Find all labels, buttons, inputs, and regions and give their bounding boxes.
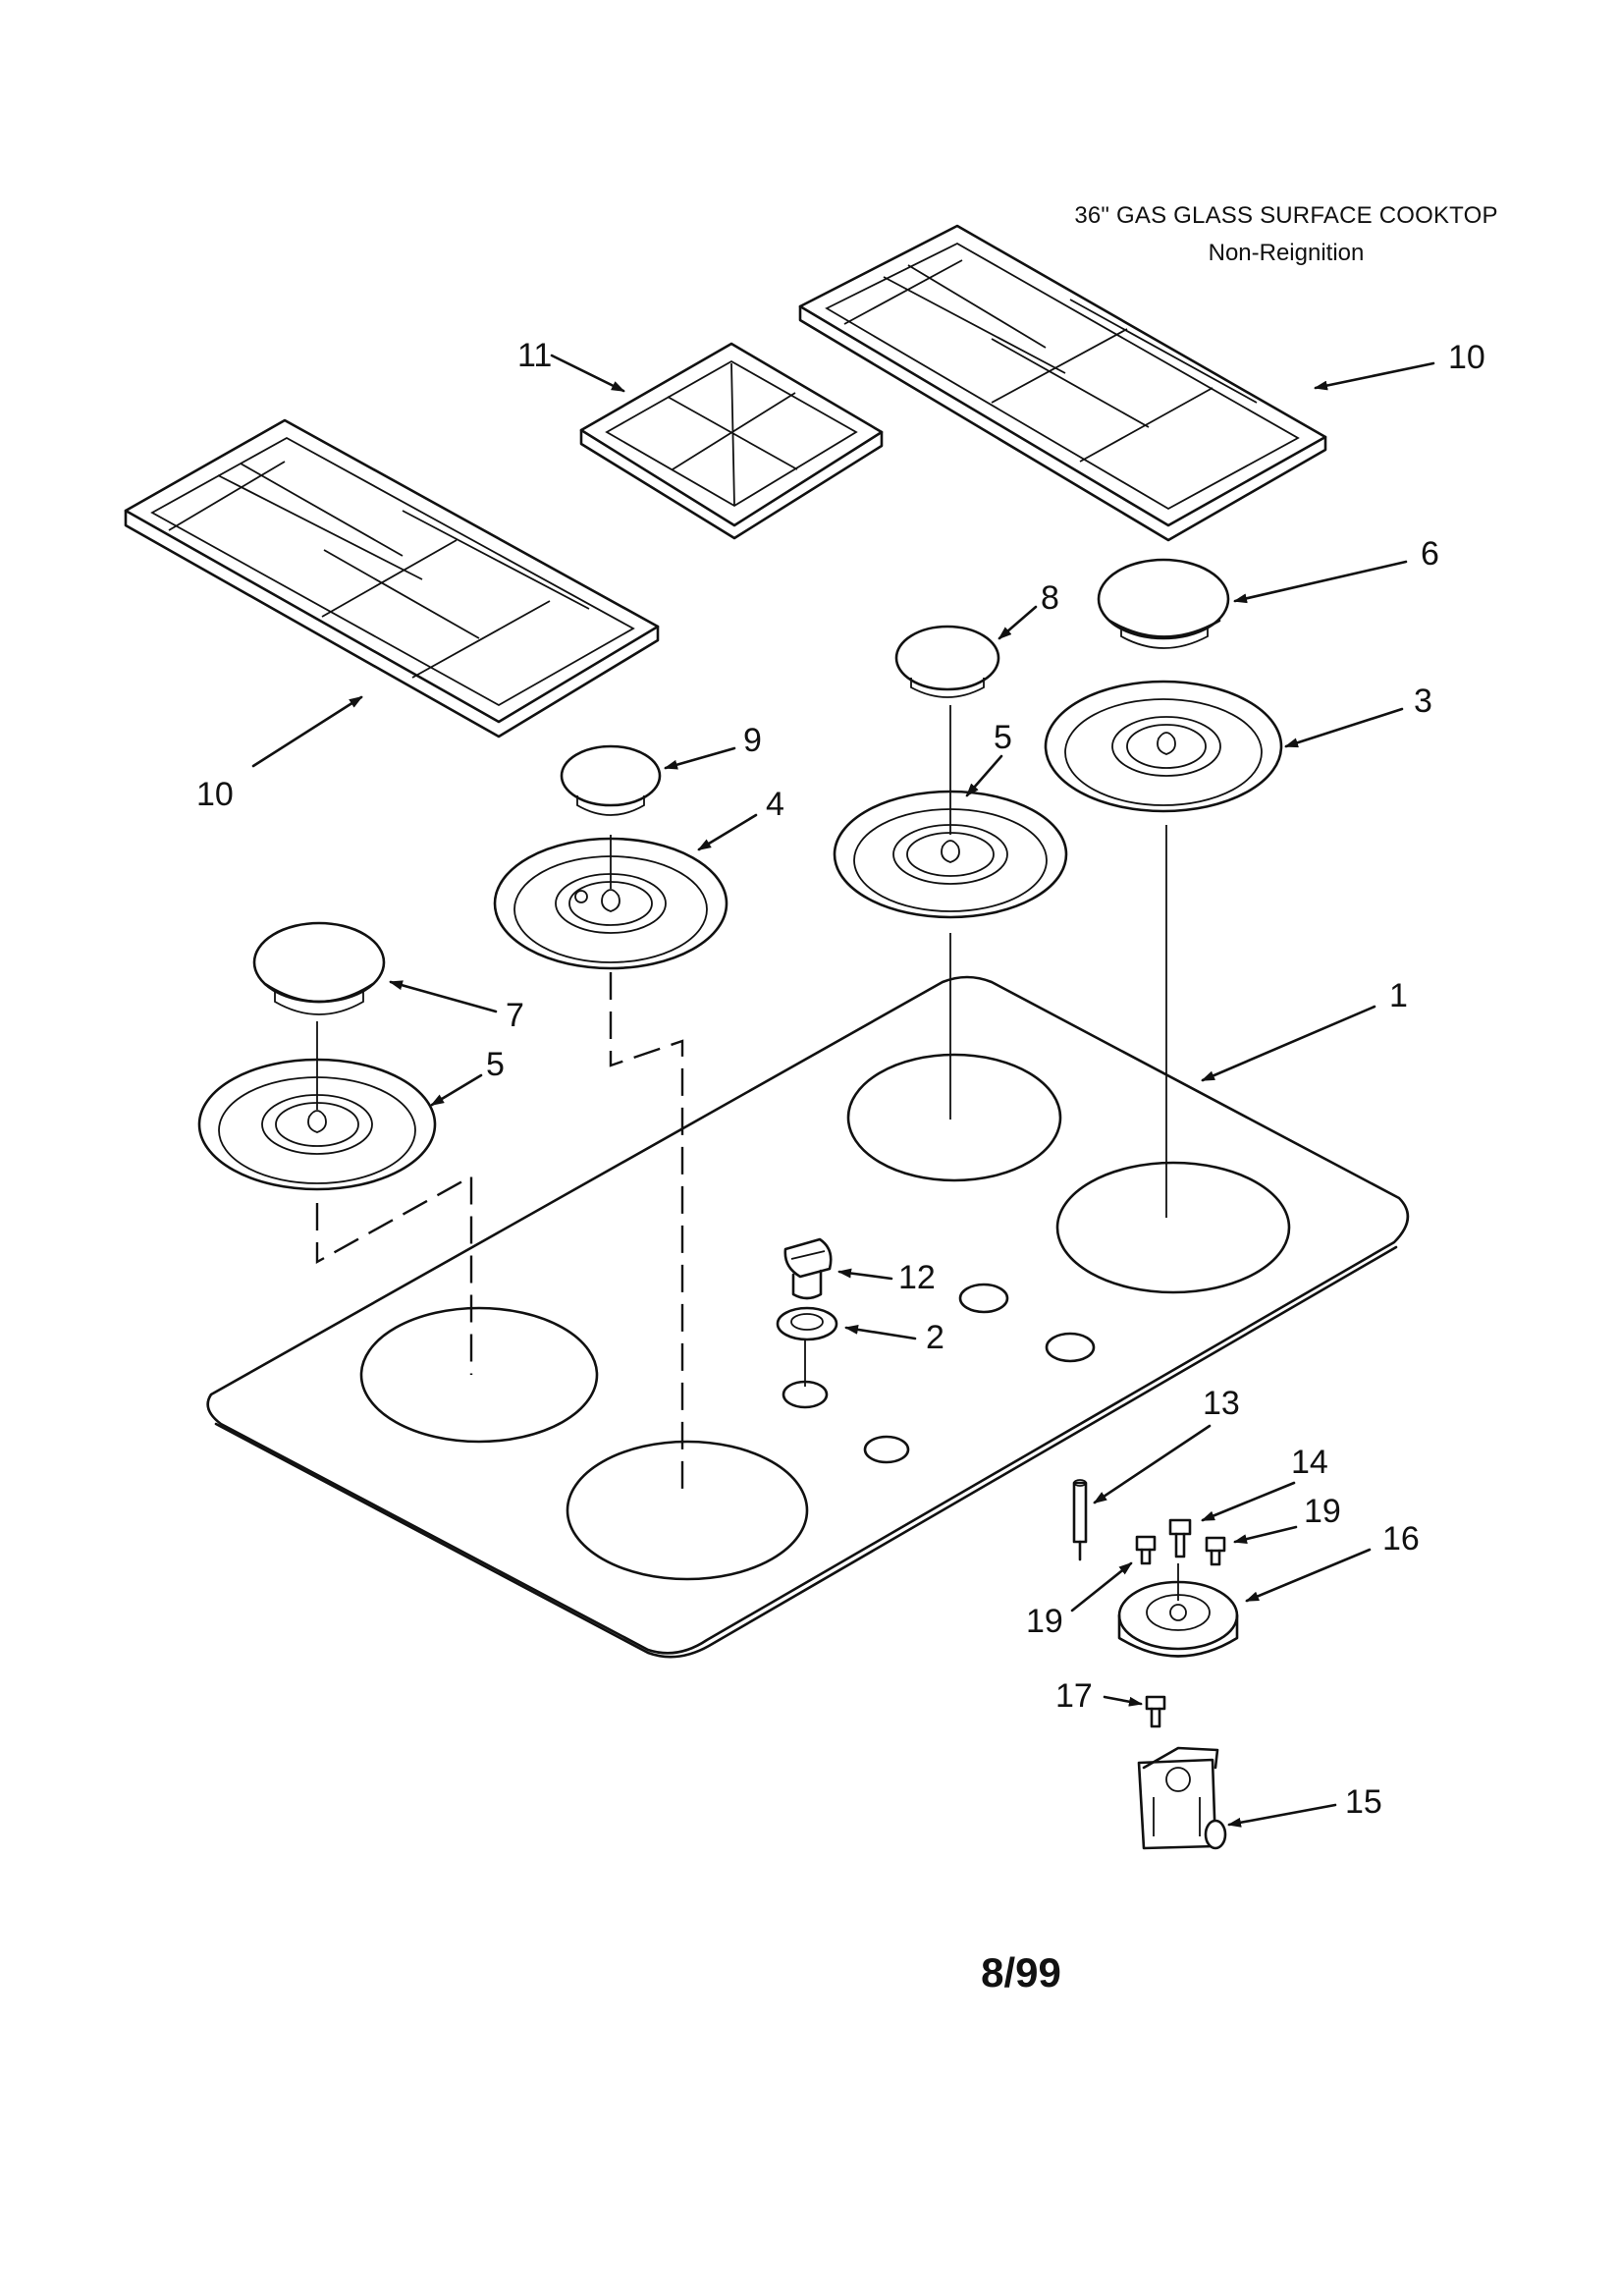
- callout-15: 15: [1345, 1783, 1382, 1821]
- diagram-title: 36" GAS GLASS SURFACE COOKTOP: [1074, 202, 1498, 229]
- grate-left: [124, 418, 660, 738]
- callout-1: 1: [1389, 977, 1408, 1014]
- burner-cap-7: [252, 921, 386, 1015]
- callout-10-right: 10: [1448, 339, 1485, 376]
- control-hole: [1045, 1332, 1096, 1363]
- callout-12: 12: [898, 1259, 936, 1296]
- callout-17: 17: [1055, 1677, 1093, 1715]
- burner-opening-center-rear: [846, 1053, 1062, 1182]
- callout-11: 11: [517, 337, 552, 374]
- callout-8: 8: [1041, 579, 1059, 617]
- callout-10-left: 10: [196, 776, 234, 813]
- callout-6: 6: [1421, 535, 1439, 573]
- grate-right: [798, 224, 1327, 542]
- callout-16: 16: [1382, 1520, 1420, 1558]
- burner-cap-9: [560, 744, 662, 816]
- callout-13: 13: [1203, 1385, 1240, 1422]
- revision-date: 8/99: [981, 1949, 1061, 1995]
- screw-14: [1168, 1518, 1192, 1558]
- spark-electrode-13: [1072, 1479, 1088, 1561]
- control-hole: [958, 1283, 1009, 1314]
- diagram-subtitle: Non-Reignition: [1208, 240, 1365, 266]
- burner-opening-left-front: [566, 1440, 809, 1581]
- callout-2: 2: [926, 1319, 944, 1356]
- callout-9: 9: [743, 722, 762, 759]
- knob-bezel: [776, 1306, 838, 1341]
- control-hole: [863, 1435, 910, 1464]
- grate-center: [579, 342, 884, 540]
- callout-19-right: 19: [1304, 1493, 1341, 1530]
- callout-5-center: 5: [994, 719, 1012, 756]
- burner-base-16: [1117, 1563, 1239, 1658]
- screw-19-right: [1205, 1536, 1226, 1566]
- callout-7: 7: [506, 997, 524, 1034]
- callouts: 11 10 10 6 8 3 5 9 4 1 7 5 12 2 13 14 19: [196, 337, 1485, 1828]
- callout-3: 3: [1414, 683, 1432, 720]
- callout-5-left: 5: [486, 1046, 505, 1083]
- callout-14: 14: [1291, 1444, 1328, 1481]
- gas-valve-15: [1137, 1746, 1227, 1850]
- burner-cap-8: [894, 625, 1000, 698]
- control-knob: [783, 1237, 833, 1300]
- callout-4: 4: [766, 786, 784, 823]
- burner-opening-right: [1055, 1161, 1291, 1294]
- screw-19-left: [1135, 1535, 1157, 1565]
- callout-19-left: 19: [1026, 1603, 1063, 1640]
- burner-cap-6: [1097, 558, 1230, 649]
- assembly-lines: [315, 705, 1167, 1493]
- burner-opening-left-rear: [359, 1306, 599, 1444]
- burner-base-3: [1044, 680, 1283, 813]
- screw-17: [1145, 1695, 1166, 1728]
